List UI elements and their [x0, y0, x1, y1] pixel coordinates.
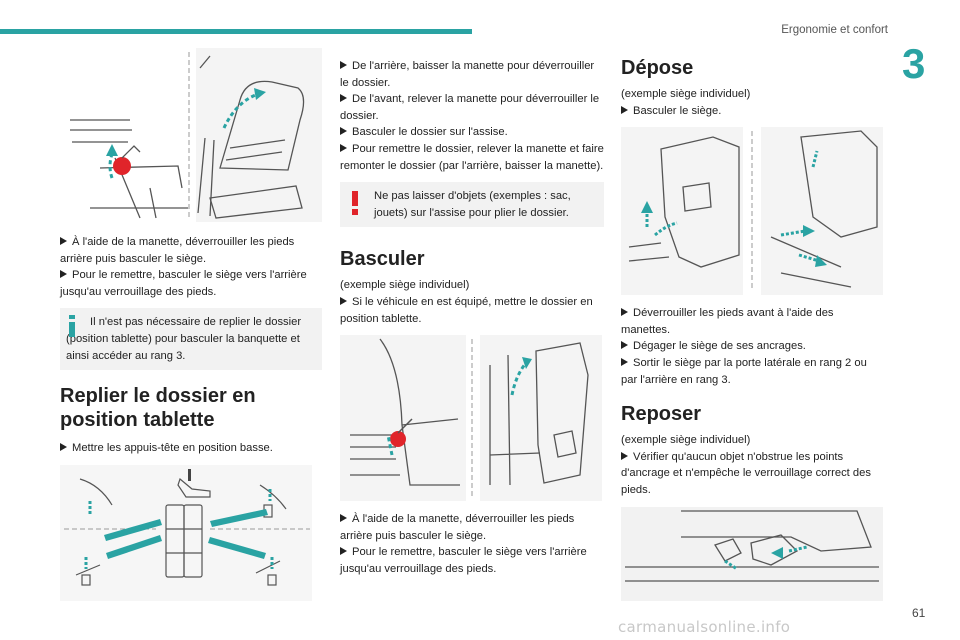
step-check-anchors: Vérifier qu'aucun objet n'obstrue les po… — [621, 450, 871, 496]
step-relock-feet: Pour le remettre, basculer le siège vers… — [60, 269, 307, 298]
step-tilt-seat: Basculer le siège. — [621, 103, 885, 120]
remove-seat-illustration — [621, 127, 883, 296]
bullet-arrow-icon — [340, 296, 347, 305]
bullet-arrow-icon — [60, 270, 67, 279]
headrests-illustration — [60, 464, 312, 601]
figure-seat-tilt — [60, 48, 322, 222]
section-title: Ergonomie et confort — [781, 24, 888, 36]
bullet-arrow-icon — [340, 61, 347, 69]
warning-icon — [352, 191, 358, 221]
heading-refit: Reposer — [621, 403, 702, 426]
example-text-1: (exemple siège individuel) — [621, 88, 751, 100]
bullet-arrow-icon — [60, 443, 67, 452]
bullet-arrow-icon — [340, 94, 347, 103]
bullet-arrow-icon — [340, 547, 347, 556]
warning-note: Ne pas laisser d'objets (exemples : sac,… — [340, 182, 604, 228]
bullet-arrow-icon — [340, 143, 347, 152]
step-unlock-front-feet: Déverrouiller les pieds avant à l'aide d… — [621, 307, 834, 336]
bullet-arrow-icon — [340, 127, 347, 136]
column-2: De l'arrière, baisser la manette pour dé… — [340, 48, 604, 578]
heading-tilt: Basculer — [340, 248, 425, 271]
bullet-arrow-icon — [621, 105, 628, 114]
step-restore-backrest: Pour remettre le dossier, relever la man… — [340, 142, 604, 172]
step-take-out-seat: Sortir le siège par la porte latérale en… — [621, 356, 867, 386]
step-lower-lever: De l'arrière, baisser la manette pour dé… — [340, 60, 595, 89]
bullet-arrow-icon — [621, 308, 628, 317]
chapter-number: 3 — [902, 40, 926, 87]
column-1: À l'aide de la manette, déverrouiller le… — [60, 48, 322, 601]
seat-tilt-illustration — [70, 48, 322, 222]
info-note-text: Il n'est pas nécessaire de replier le do… — [66, 316, 302, 362]
bullet-arrow-icon — [621, 341, 628, 350]
step-raise-lever: De l'avant, relever la manette pour déve… — [340, 93, 600, 122]
bullet-arrow-icon — [621, 451, 628, 460]
figure-remove-seat — [621, 127, 883, 296]
header-accent-bar — [0, 29, 472, 34]
figure-headrests — [60, 464, 312, 601]
bullet-arrow-icon — [340, 514, 347, 523]
step-tablet-position: Si le véhicule en est équipé, mettre le … — [340, 295, 593, 325]
info-note: Il n'est pas nécessaire de replier le do… — [60, 308, 322, 371]
step-unlock-feet-2: À l'aide de la manette, déverrouiller le… — [340, 513, 575, 542]
figure-tilt-seat — [340, 335, 602, 502]
step-unlock-feet: À l'aide de la manette, déverrouiller le… — [60, 236, 295, 265]
watermark: carmanualsonline.info — [618, 618, 791, 636]
example-text: (exemple siège individuel) — [340, 279, 470, 292]
refit-seat-illustration — [621, 506, 883, 601]
bullet-arrow-icon — [621, 357, 628, 366]
warning-note-text: Ne pas laisser d'objets (exemples : sac,… — [374, 190, 571, 219]
heading-fold-backrest: Replier le dossier en position tablette — [60, 385, 256, 432]
step-release-anchors: Dégager le siège de ses ancrages. — [621, 338, 885, 355]
figure-refit-seat — [621, 506, 883, 601]
info-icon — [66, 315, 78, 343]
bullet-arrow-icon — [60, 237, 67, 245]
example-text-2: (exemple siège individuel) — [621, 434, 751, 447]
column-3: Dépose (exemple siège individuel) Bascul… — [621, 48, 885, 601]
step-relock-feet-2: Pour le remettre, basculer le siège vers… — [340, 546, 587, 575]
page-number: 61 — [912, 606, 926, 620]
step-headrests: Mettre les appuis-tête en position basse… — [60, 440, 322, 457]
tilt-seat-illustration — [340, 335, 602, 502]
heading-removal: Dépose — [621, 57, 694, 79]
step-fold-backrest: Basculer le dossier sur l'assise. — [340, 124, 604, 141]
